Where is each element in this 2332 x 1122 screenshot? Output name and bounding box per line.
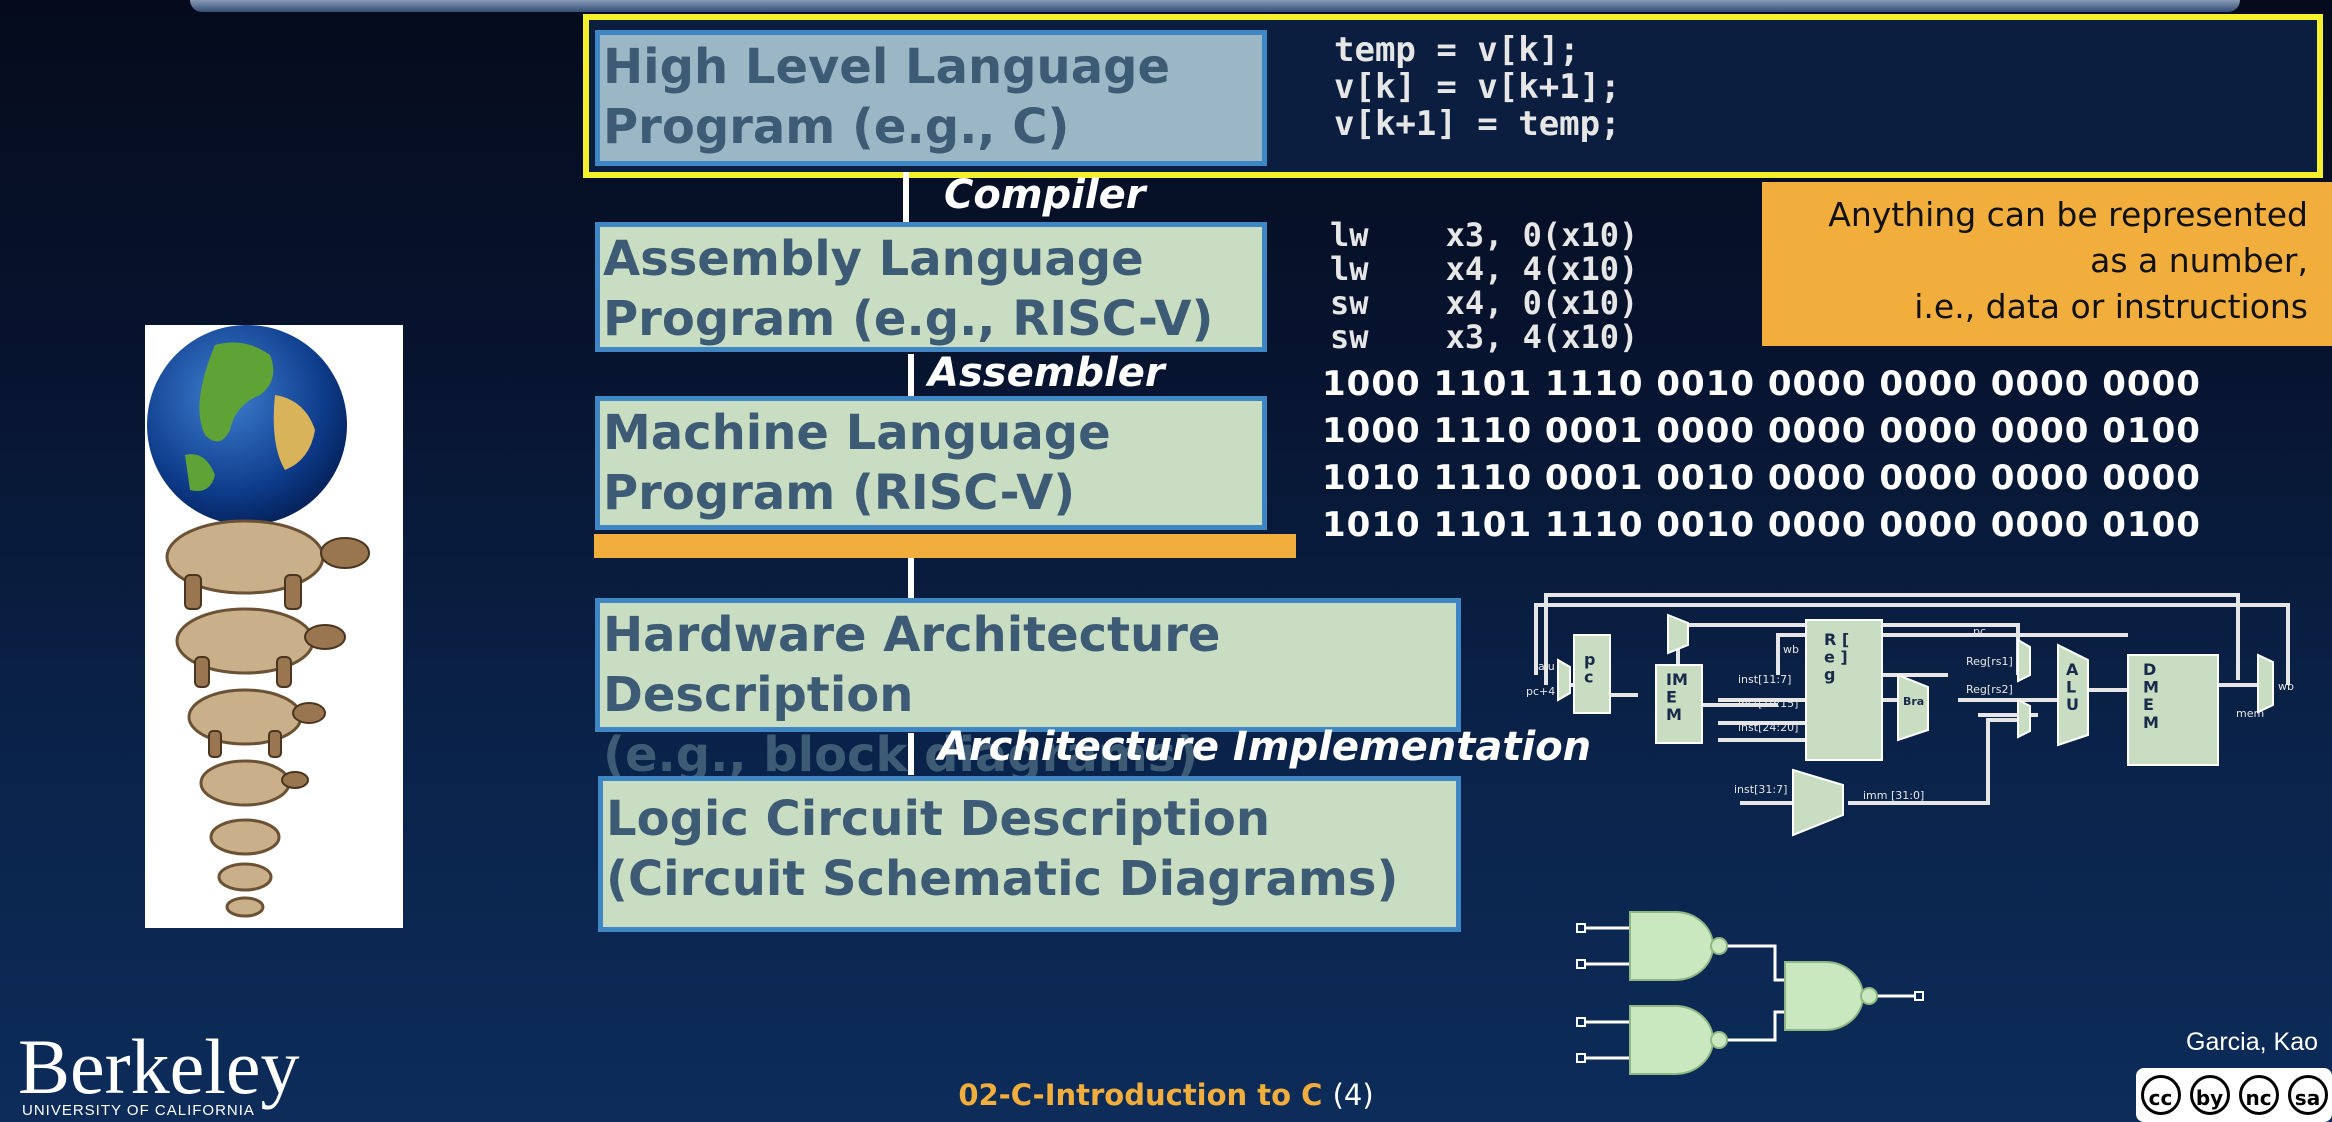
berkeley-logo: Berkeley UNIVERSITY OF CALIFORNIA bbox=[18, 1023, 300, 1120]
inst-24-20-label: inst[24:20] bbox=[1738, 721, 1798, 734]
connector-architecture bbox=[908, 733, 914, 775]
level-hardware-architecture: Hardware Architecture Description (e.g.,… bbox=[595, 598, 1461, 783]
branch-label: Bra bbox=[1903, 695, 1924, 708]
inst-31-7-label: inst[31:7] bbox=[1734, 783, 1787, 796]
pc-wire-label: pc bbox=[1973, 625, 1986, 638]
note-text: Anything can be represented as a number,… bbox=[1828, 195, 2308, 326]
connector-compiler bbox=[903, 172, 909, 226]
dmem-block bbox=[2127, 654, 2219, 766]
number-representation-note: Anything can be represented as a number,… bbox=[1762, 182, 2332, 346]
logo-wordmark: Berkeley bbox=[18, 1023, 300, 1110]
slide-footer: 02-C-Introduction to C (4) bbox=[0, 1078, 2332, 1112]
footer-page-number: (4) bbox=[1332, 1078, 1374, 1112]
inst-11-7-label: inst[11:7] bbox=[1738, 673, 1791, 686]
nand-gate-output bbox=[1784, 961, 1864, 1031]
nand-gate-top bbox=[1629, 911, 1714, 981]
inst-19-15-label: inst[19:15] bbox=[1738, 697, 1798, 710]
regfile-label: R [e ]g bbox=[1824, 630, 1849, 684]
nc-icon: nc bbox=[2238, 1075, 2279, 1115]
mem-label: mem bbox=[2236, 707, 2264, 720]
logo-subtitle: UNIVERSITY OF CALIFORNIA bbox=[22, 1102, 255, 1119]
pc-register bbox=[1573, 634, 1611, 714]
machine-code-line-2: 1000 1110 0001 0000 0000 0000 0000 0100 bbox=[1322, 411, 2201, 451]
wb-label: wb bbox=[1783, 643, 1799, 656]
connector-hardware bbox=[908, 558, 914, 600]
footer-title: 02-C-Introduction to C bbox=[958, 1078, 1323, 1112]
imem-block bbox=[1655, 664, 1703, 744]
connector-assembler bbox=[908, 354, 914, 398]
branch-comparator bbox=[1897, 673, 1929, 742]
logic-gate-schematic bbox=[1576, 911, 1924, 1075]
imm-gen-block bbox=[1792, 768, 1844, 837]
turtles-globe-image bbox=[145, 325, 403, 928]
register-file bbox=[1805, 619, 1883, 761]
orange-divider-bar bbox=[594, 534, 1296, 558]
architecture-implementation-label: Architecture Implementation bbox=[938, 724, 1592, 770]
reg-rs1-label: Reg[rs1] bbox=[1966, 655, 2013, 668]
reg-rs2-label: Reg[rs2] bbox=[1966, 683, 2013, 696]
level-logic-circuit: Logic Circuit Description (Circuit Schem… bbox=[598, 776, 1461, 932]
imm-label: imm [31:0] bbox=[1863, 789, 1924, 802]
machine-code-line-4: 1010 1101 1110 0010 0000 0000 0000 0100 bbox=[1322, 505, 2201, 545]
creative-commons-badge: cc by nc sa bbox=[2136, 1068, 2332, 1122]
assembly-code: lw x3, 0(x10) lw x4, 4(x10) sw x4, 0(x10… bbox=[1330, 216, 1639, 356]
machine-code-line-3: 1010 1110 0001 0010 0000 0000 0000 0000 bbox=[1322, 458, 2201, 498]
machine-code-line-1: 1000 1101 1110 0010 0000 0000 0000 0000 bbox=[1322, 364, 2201, 404]
wb-out-label: wb bbox=[2278, 680, 2294, 693]
nand-gate-bottom bbox=[1629, 1005, 1714, 1075]
level-machine-language: Machine Language Program (RISC-V) bbox=[595, 396, 1267, 530]
alu-block bbox=[2057, 643, 2089, 747]
pc4-label: pc+4 bbox=[1526, 685, 1555, 698]
level-assembly-language: Assembly Language Program (e.g., RISC-V) bbox=[595, 222, 1267, 352]
assembler-label: Assembler bbox=[928, 350, 1165, 396]
level-high-level-language: High Level Language Program (e.g., C) bbox=[595, 30, 1267, 166]
cc-icon: cc bbox=[2140, 1075, 2181, 1115]
c-code: temp = v[k]; v[k] = v[k+1]; v[k+1] = tem… bbox=[1334, 30, 1621, 144]
author-credit: Garcia, Kao bbox=[2186, 1028, 2319, 1056]
by-icon: by bbox=[2189, 1075, 2230, 1115]
compiler-label: Compiler bbox=[944, 172, 1146, 218]
top-banner-edge bbox=[190, 0, 2240, 12]
alu-wire-label: alu bbox=[1538, 660, 1555, 673]
sa-icon: sa bbox=[2287, 1075, 2328, 1115]
